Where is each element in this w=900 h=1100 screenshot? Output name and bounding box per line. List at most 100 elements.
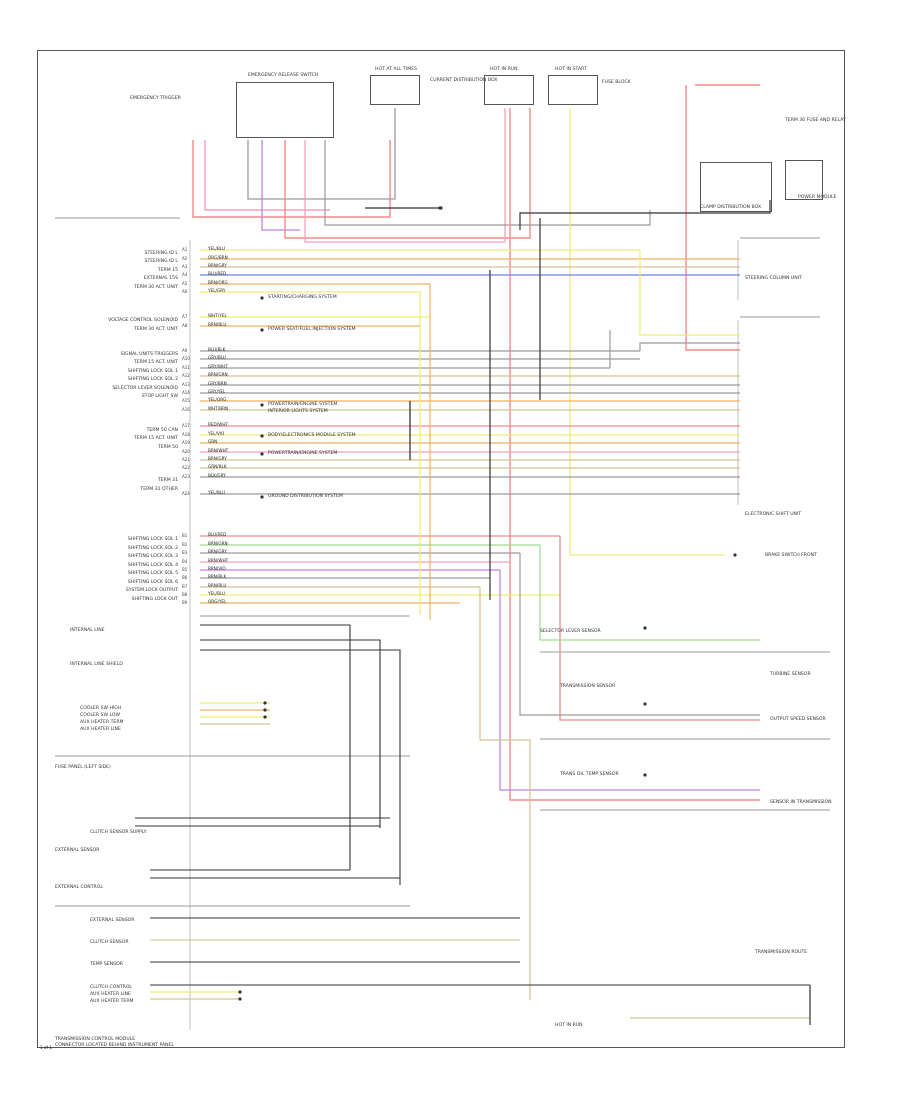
pin-function-label: SHIFTING LOCK SOL 1 <box>127 536 178 542</box>
wire-code-label: BRN/BLU <box>208 582 227 588</box>
wire-lower-1 <box>200 624 351 870</box>
footer-note: CONNECTOR LOCATED BEHIND INSTRUMENT PANE… <box>55 1043 175 1048</box>
power-module-box <box>785 160 823 200</box>
wire-hot-run <box>284 108 531 239</box>
hot-in-run-fuse-box <box>484 75 534 105</box>
pin-function-label: SIGNAL UNITS TRIGGERS <box>120 351 178 357</box>
wire-code-label: GRY/YEL <box>208 388 226 394</box>
wire-code-label: YEL/VIO <box>208 430 225 436</box>
connector-pin-number: B6 <box>182 575 188 581</box>
connector-pin-number: A6 <box>182 289 188 295</box>
wire-code-label: YEL/BLU <box>208 590 226 596</box>
pin-function-label: SHIFTING LOCK SOL 2 <box>127 376 178 382</box>
connector-pin-number: B9 <box>182 600 188 606</box>
wire-code-label: GRY/WHT <box>208 363 228 369</box>
component-label: HOT IN START <box>555 67 587 72</box>
pin-function-label: SYSTEM LOCK OUTPUT <box>125 587 178 593</box>
pin-function-label: STEERING ID L <box>144 250 178 256</box>
wire-lower-3 <box>200 649 401 885</box>
wire-main-feed-down <box>509 108 760 801</box>
wire-emergency-trigger <box>192 140 391 218</box>
wire-code-label: BRN/BLU <box>208 321 227 327</box>
circuit-reference-note: POWER SEAT/FUEL INJECTION SYSTEM <box>268 327 356 333</box>
wire-code-label: ORG/BRN <box>208 254 228 260</box>
wire-code-label: GRN/BLK <box>208 463 227 469</box>
wire-code-label: BRN/GRY <box>208 262 227 268</box>
connector-pin-number: A10 <box>182 356 190 362</box>
splice-dot-13 <box>643 626 647 630</box>
wire-code-label: BRN/ORG <box>208 279 228 285</box>
connector-pin-number: A22 <box>182 465 190 471</box>
connector-pin-number: A1 <box>182 247 188 253</box>
wire-code-label: BRN/GRY <box>208 455 227 461</box>
wire-code-label: GRN <box>208 438 218 444</box>
component-label: BRAKE SWITCH FRONT <box>765 553 817 558</box>
wire-code-label: YEL/BLU <box>208 245 226 251</box>
component-label: EXTERNAL CONTROL <box>55 885 103 890</box>
wire-brake-feed <box>569 108 725 556</box>
pin-function-label: SHIFTING LOCK OUT <box>131 596 178 602</box>
pin-function-label: INTERNAL LINE SHIELD <box>70 662 123 667</box>
splice-dot-8 <box>263 708 267 712</box>
connector-pin-number: B2 <box>182 542 188 548</box>
connector-pin-number: A8 <box>182 323 188 329</box>
wire-release-switch-2 <box>261 140 300 231</box>
connector-pin-number: A19 <box>182 440 190 446</box>
pin-function-label: AUX HEATER TERM <box>80 720 124 725</box>
page-reference: 1 of 1 <box>40 1045 53 1050</box>
wire-code-label: BRN/VIO <box>208 565 226 571</box>
connector-pin-number: A15 <box>182 398 190 404</box>
connector-pin-number: A3 <box>182 264 188 270</box>
wire-code-label: GRY/BLU <box>208 354 226 360</box>
pin-function-label: VOLTAGE CONTROL SOLENOID <box>108 317 178 323</box>
connector-pin-number: A24 <box>182 491 190 497</box>
circuit-reference-note: BODY/ELECTRONICS MODULE SYSTEM <box>268 433 356 439</box>
pin-function-label: TERM 50 <box>157 444 178 450</box>
pin-function-label: STEERING ID L <box>144 258 178 264</box>
pin-function-label: TERM 30 ACT. UNIT <box>133 284 178 290</box>
connector-pin-number: A14 <box>182 390 190 396</box>
clamp-distribution-box <box>700 162 772 212</box>
wire-emergency-trigger-2 <box>204 140 330 211</box>
connector-pin-number: B4 <box>182 559 188 565</box>
pin-function-label: CLUTCH SENSOR <box>90 940 129 945</box>
connector-pin-number: A12 <box>182 373 190 379</box>
component-label: HOT IN RUN <box>555 1023 583 1028</box>
wire-code-label: WHT/BRN <box>208 405 229 411</box>
connector-pin-number: A5 <box>182 281 188 287</box>
pin-function-label: STOP LIGHT SW <box>141 393 178 399</box>
connector-pin-number: A4 <box>182 272 188 278</box>
wire-release-switch <box>247 108 396 200</box>
connector-pin-number: A20 <box>182 449 190 455</box>
component-label: FUSE PANEL (LEFT SIDE) <box>55 765 111 770</box>
wire-lower-2 <box>200 639 381 828</box>
wire-code-label: BLK/GRY <box>208 472 226 478</box>
wire-bend-6 <box>559 536 760 721</box>
splice-dot-0 <box>438 206 442 210</box>
wire-bend-4 <box>639 342 740 351</box>
splice-dot-14 <box>643 702 647 706</box>
wire-bend-10 <box>479 587 531 1000</box>
splice-dot-7 <box>263 701 267 705</box>
connector-pin-number: A2 <box>182 256 188 262</box>
component-label: ELECTRONIC SHIFT UNIT <box>745 512 802 517</box>
pin-function-label: TERM 50 CAN <box>146 427 178 433</box>
wire-code-label: ORG/YEL <box>208 598 227 604</box>
connector-pin-number: B3 <box>182 550 188 556</box>
pin-function-label: SELECTOR LEVER SOLENOID <box>112 385 178 391</box>
circuit-reference-note: INTERIOR LIGHTS SYSTEM <box>268 409 328 415</box>
component-label: EMERGENCY TRIGGER <box>130 96 181 101</box>
pin-function-label: SHIFTING LOCK SOL 1 <box>127 368 178 374</box>
wire-hot-start <box>324 140 651 226</box>
splice-dot-3 <box>260 403 264 407</box>
splice-dot-12 <box>733 553 737 557</box>
component-label: TRANSMISSION SENSOR <box>560 684 616 689</box>
pin-function-label: COOLER SW HIGH <box>80 706 122 711</box>
wire-code-label: BRN/GRN <box>208 371 228 377</box>
component-label: TRANS OIL TEMP SENSOR <box>560 772 619 777</box>
wire-code-label: BRN/BLK <box>208 573 227 579</box>
splice-dot-4 <box>260 434 264 438</box>
circuit-reference-note: POWERTRAIN/ENGINE SYSTEM <box>268 402 338 408</box>
pin-function-label: SHIFTING LOCK SOL 6 <box>127 579 178 585</box>
connector-pin-number: A16 <box>182 407 190 413</box>
